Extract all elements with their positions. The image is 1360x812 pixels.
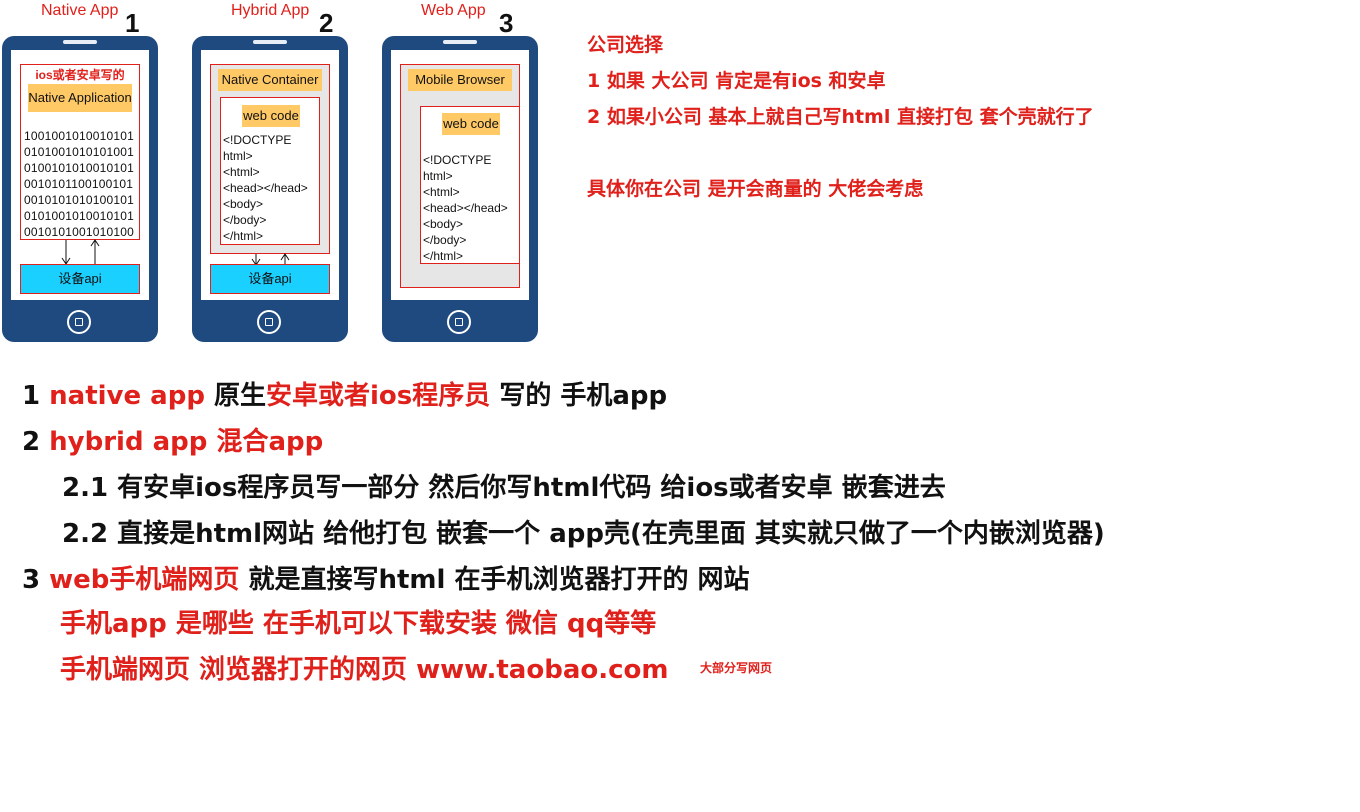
code-line: <head></head>	[223, 181, 308, 195]
speaker	[63, 40, 97, 44]
code-line: <html>	[423, 185, 460, 199]
list-item-hybrid: 2 hybrid app 混合app	[22, 421, 323, 458]
native-app-term: native app	[49, 381, 205, 411]
screen: Native Container web code <!DOCTYPE html…	[201, 50, 339, 300]
hybrid-app-title: Hybrid App	[231, 2, 310, 19]
list-item-number: 2	[22, 427, 50, 457]
web-code-box: web code <!DOCTYPE html> <html> <head></…	[220, 97, 320, 245]
binary-line: 0101001010010101	[24, 209, 134, 223]
native-application-label: Native Application	[28, 84, 132, 112]
device-api-box: 设备api	[210, 264, 330, 294]
phone-native: ios或者安卓写的 Native Application 10010010100…	[2, 36, 158, 342]
list-item-number: 3	[22, 565, 50, 595]
web-app-number: 3	[499, 8, 514, 38]
code-line: <!DOCTYPE	[223, 133, 292, 147]
binary-line: 0100101010010101	[24, 161, 134, 175]
list-text: 原生	[204, 381, 267, 411]
binary-code-block: 1001001010010101 0101001010101001 010010…	[24, 128, 134, 240]
code-line: html>	[223, 149, 253, 163]
code-line: </html>	[423, 249, 464, 263]
web-code-box: web code <!DOCTYPE html> <html> <head></…	[420, 106, 520, 264]
code-line: <html>	[223, 165, 260, 179]
hybrid-app-number: 2	[319, 8, 334, 38]
mobile-app-examples: 手机app 是哪些 在手机可以下载安装 微信 qq等等	[60, 609, 657, 639]
phone-web: Mobile Browser web code <!DOCTYPE html> …	[382, 36, 538, 342]
note-discussion: 具体你在公司 是开会商量的 大佬会考虑	[587, 178, 924, 200]
code-line: <body>	[423, 217, 464, 231]
list-item-hybrid-2-2: 2.2 直接是html网站 给他打包 嵌套一个 app壳(在壳里面 其实就只做了…	[62, 519, 1105, 549]
native-app-number: 1	[125, 8, 140, 38]
native-header-label: ios或者安卓写的	[35, 68, 125, 82]
home-button[interactable]	[447, 310, 471, 334]
binary-line: 0010101001010100	[24, 225, 134, 239]
binary-line: 1001001010010101	[24, 129, 134, 143]
list-item-number: 1	[22, 381, 50, 411]
code-line: <head></head>	[423, 201, 508, 215]
native-app-box: ios或者安卓写的 Native Application 10010010100…	[20, 64, 140, 240]
html-code-block: <!DOCTYPE html> <html> <head></head> <bo…	[423, 152, 508, 264]
speaker	[253, 40, 287, 44]
small-note: 大部分写网页	[700, 661, 773, 675]
developer-term: 安卓或者ios程序员	[266, 381, 491, 411]
home-button[interactable]	[67, 310, 91, 334]
web-code-label: web code	[242, 105, 300, 127]
native-container-box: Native Container web code <!DOCTYPE html…	[210, 64, 330, 254]
phone-hybrid: Native Container web code <!DOCTYPE html…	[192, 36, 348, 342]
list-item-web: 3 web手机端网页 就是直接写html 在手机浏览器打开的 网站	[22, 559, 750, 596]
web-code-label: web code	[442, 113, 500, 135]
note-big-company: 1 如果 大公司 肯定是有ios 和安卓	[587, 70, 886, 92]
api-arrows-icon	[61, 239, 100, 265]
note-small-company: 2 如果小公司 基本上就自己写html 直接打包 套个壳就行了	[587, 106, 1094, 128]
html-code-block: <!DOCTYPE html> <html> <head></head> <bo…	[223, 132, 308, 244]
list-item-hybrid-2-1: 2.1 有安卓ios程序员写一部分 然后你写html代码 给ios或者安卓 嵌套…	[62, 473, 946, 503]
hybrid-app-term: hybrid app 混合app	[49, 427, 324, 457]
web-app-title: Web App	[421, 2, 486, 19]
binary-line: 0010101010100101	[24, 193, 134, 207]
code-line: </body>	[223, 213, 267, 227]
binary-line: 0010101100100101	[24, 177, 134, 191]
home-button[interactable]	[257, 310, 281, 334]
native-container-label: Native Container	[218, 69, 322, 91]
speaker	[443, 40, 477, 44]
mobile-browser-box: Mobile Browser web code <!DOCTYPE html> …	[400, 64, 520, 288]
code-line: <body>	[223, 197, 264, 211]
mobile-browser-label: Mobile Browser	[408, 69, 512, 91]
note-company-choice: 公司选择	[587, 34, 664, 56]
list-item-native: 1 native app 原生安卓或者ios程序员 写的 手机app	[22, 375, 667, 412]
screen: Mobile Browser web code <!DOCTYPE html> …	[391, 50, 529, 300]
code-line: html>	[423, 169, 453, 183]
list-text: 就是直接写html 在手机浏览器打开的 网站	[239, 565, 750, 595]
api-arrows-icon	[251, 253, 290, 266]
code-line: </body>	[423, 233, 467, 247]
code-line: </html>	[223, 229, 264, 243]
device-api-box: 设备api	[20, 264, 140, 294]
web-page-term: web手机端网页	[49, 565, 240, 595]
screen: ios或者安卓写的 Native Application 10010010100…	[11, 50, 149, 300]
binary-line: 0101001010101001	[24, 145, 134, 159]
list-text: 写的 手机app	[490, 381, 668, 411]
code-line: <!DOCTYPE	[423, 153, 492, 167]
mobile-web-examples: 手机端网页 浏览器打开的网页 www.taobao.com	[60, 655, 669, 685]
native-app-title: Native App	[41, 2, 119, 19]
